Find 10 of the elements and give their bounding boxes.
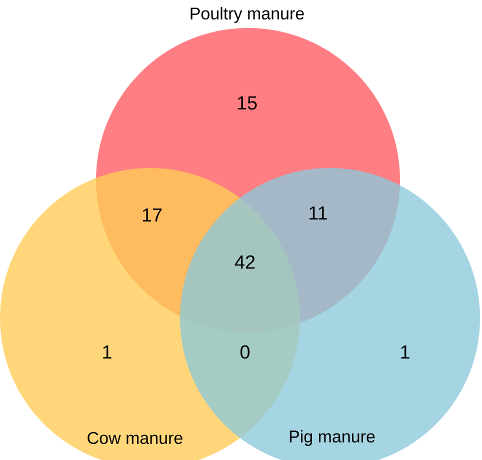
region-count: 11	[310, 206, 327, 220]
region-count: 0	[240, 345, 250, 359]
region-count: 1	[103, 345, 112, 359]
region-count: 17	[142, 208, 162, 222]
set-label: Pig manure	[290, 430, 375, 446]
region-count: 15	[238, 96, 257, 110]
set-label: Cow manure	[88, 432, 182, 444]
region-count: 42	[234, 255, 255, 269]
region-count: 1	[401, 345, 410, 359]
set-label: Poultry manure	[190, 7, 304, 23]
